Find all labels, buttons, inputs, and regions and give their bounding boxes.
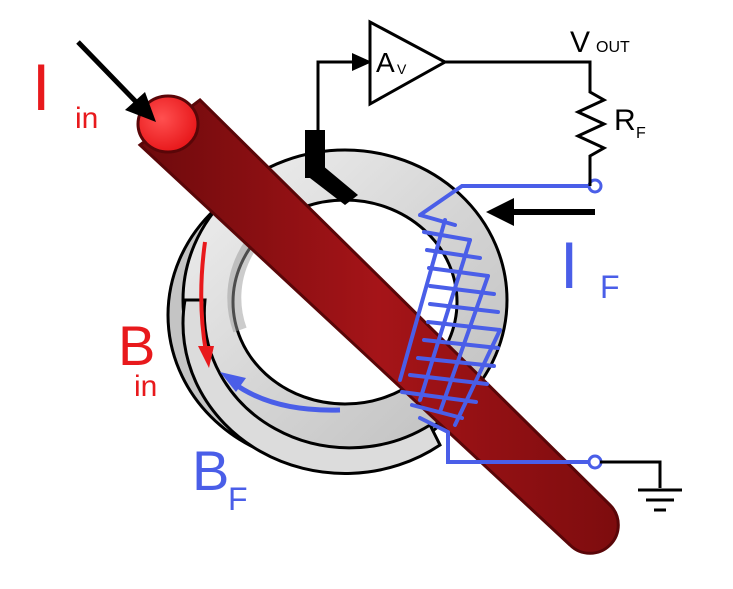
label-i-f: I [560,228,578,302]
terminal-bottom [587,454,603,470]
b-in-arrow [198,241,214,368]
label-i-f-sub: F [600,269,620,305]
label-amp: A [376,47,395,78]
label-b-f: B [192,439,229,502]
label-i-in: I [32,50,50,124]
resistor-rf [574,86,608,186]
label-b-in: B [118,314,155,377]
label-v-out-sub: OUT [596,39,630,56]
label-b-in-sub: in [134,370,157,403]
feedback-leads [418,184,590,464]
b-f-arrow [220,372,341,413]
amplifier-circuit [316,60,682,512]
label-amp-sub: V [397,61,407,77]
conductor-end-cap [136,94,200,154]
amplifier-arrowhead [352,53,372,71]
feedback-current-arrow [486,198,595,226]
amplifier-triangle [368,19,449,107]
label-b-f-sub: F [228,481,248,517]
label-v-out: V [570,26,590,59]
toroid-front-rim [181,298,442,475]
hall-sensor [305,130,358,205]
label-rf: R [614,104,636,137]
feedback-winding [398,213,502,434]
label-i-in-sub: in [75,102,98,135]
input-conductor [136,94,620,555]
label-rf-sub: F [636,125,646,142]
input-current-arrow [76,40,156,122]
